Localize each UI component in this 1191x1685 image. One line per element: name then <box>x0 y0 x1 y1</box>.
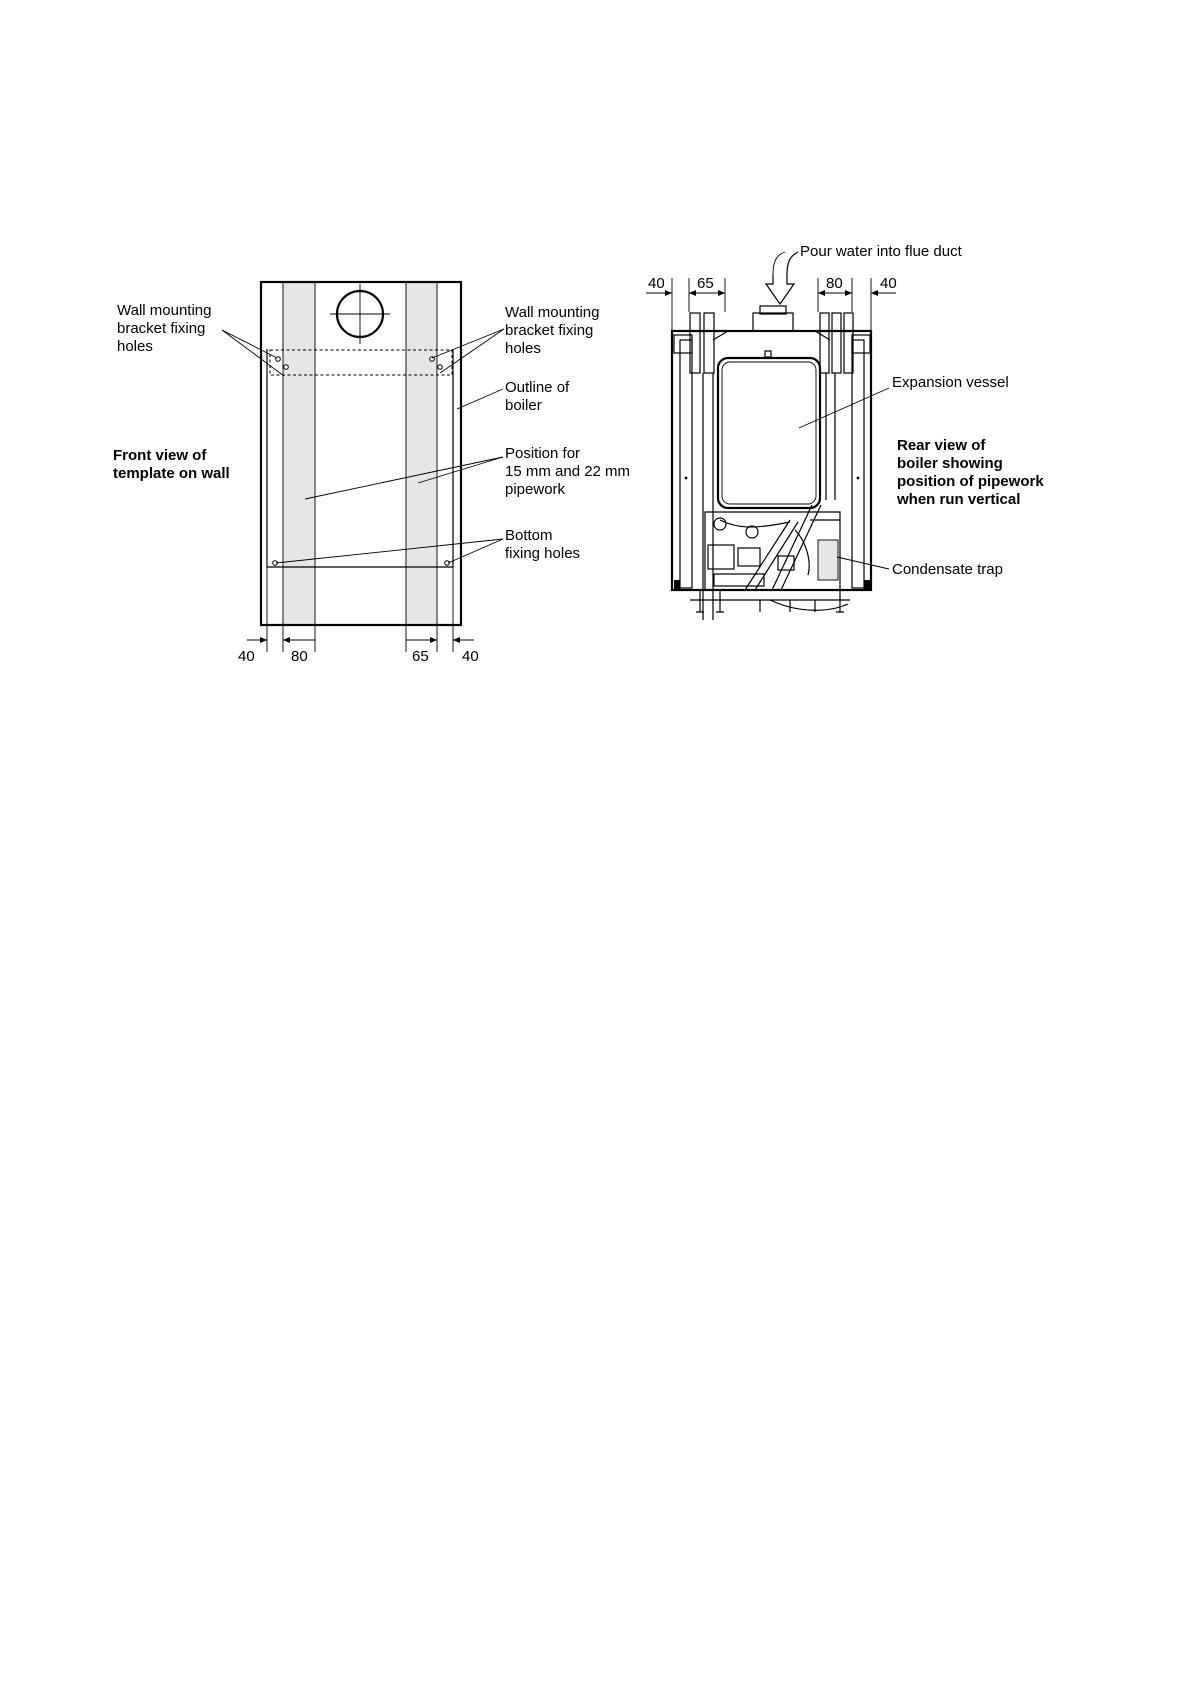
rear-view-boiler: Pour water into flue duct Expansion vess… <box>646 243 1048 620</box>
bracket-holes-label-right: Wall mounting bracket fixing holes <box>505 304 604 357</box>
bottom-hole-right <box>444 560 450 566</box>
bracket-holes-label-left: Wall mounting bracket fixing holes <box>117 302 216 355</box>
rear-dim-40-right: 40 <box>880 275 897 292</box>
rear-view-title: Rear view of boiler showing position of … <box>896 437 1048 508</box>
expansion-vessel <box>716 356 822 510</box>
front-dim-80: 80 <box>291 648 308 665</box>
condensate-trap-label: Condensate trap <box>892 561 1003 578</box>
pour-arrow <box>764 251 799 306</box>
rear-dim-65: 65 <box>697 275 714 292</box>
rear-dim-40-left: 40 <box>648 275 665 292</box>
flue-spigot <box>752 312 794 332</box>
bottom-holes-label: Bottom fixing holes <box>505 527 580 562</box>
outline-label: Outline of boiler <box>505 379 573 414</box>
front-dim-40-left: 40 <box>238 648 255 665</box>
front-view-title: Front view of template on wall <box>113 447 230 482</box>
bracket-hole-right-2 <box>437 364 443 370</box>
rail-right <box>851 339 865 589</box>
boiler-internals <box>684 476 860 613</box>
front-dimensions <box>247 567 474 652</box>
rear-leaders <box>798 387 890 570</box>
template-outline <box>259 280 463 627</box>
pipework-label: Position for 15 mm and 22 mm pipework <box>505 445 634 498</box>
rail-left <box>679 339 693 589</box>
bracket-area <box>269 349 453 376</box>
vertical-pipes <box>689 312 854 620</box>
front-dim-40-right: 40 <box>462 648 479 665</box>
pipework-band-left <box>282 281 316 626</box>
flue-circle <box>330 284 390 344</box>
pour-water-label: Pour water into flue duct <box>800 243 963 260</box>
rear-dim-80: 80 <box>826 275 843 292</box>
front-view-template: Wall mounting bracket fixing holes Wall … <box>113 280 634 665</box>
front-leaders <box>221 328 505 564</box>
expansion-vessel-label: Expansion vessel <box>892 374 1009 391</box>
pipework-band-right <box>405 281 438 626</box>
rear-dimensions <box>646 278 896 330</box>
front-dim-65: 65 <box>412 648 429 665</box>
bracket-hole-left-2 <box>283 364 289 370</box>
